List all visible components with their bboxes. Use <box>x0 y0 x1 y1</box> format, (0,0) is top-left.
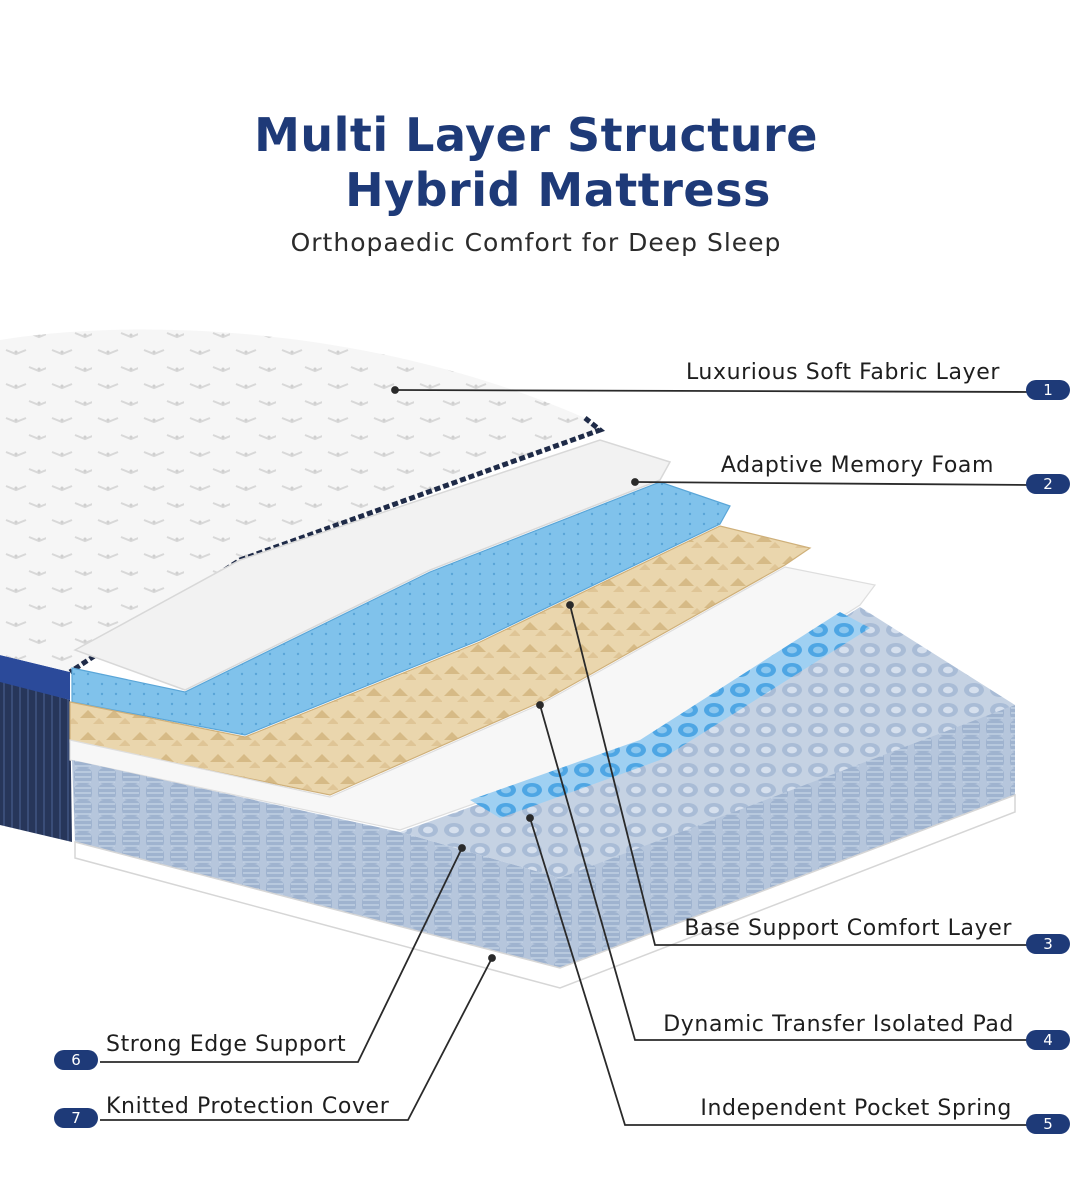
memory-foam-layer <box>71 481 731 736</box>
mattress-blue-band <box>0 655 70 700</box>
title-line-2: Hybrid Mattress <box>345 163 771 217</box>
white-comfort-layer <box>73 439 672 691</box>
base-support-layer <box>69 566 877 831</box>
callout-label-2: Adaptive Memory Foam <box>720 453 994 478</box>
callout-label-4: Dynamic Transfer Isolated Pad <box>663 1012 1014 1037</box>
callout-badge-4: 4 <box>1026 1030 1070 1050</box>
callout-badge-1: 1 <box>1026 380 1070 400</box>
leader-line-7 <box>100 957 493 1121</box>
title-line-1: Multi Layer Structure <box>254 108 818 162</box>
leader-line-5 <box>529 817 1030 1126</box>
callout-label-1: Luxurious Soft Fabric Layer <box>685 360 1000 385</box>
leader-line-2 <box>634 481 1031 486</box>
leader-line-6 <box>100 847 463 1063</box>
leader-line-1 <box>394 389 1031 393</box>
knitted-bottom-cover <box>74 793 1016 989</box>
callout-label-5: Independent Pocket Spring <box>700 1096 1012 1121</box>
spring-tops <box>400 607 1015 878</box>
callout-badge-6: 6 <box>54 1050 98 1070</box>
mattress-side-panel <box>0 680 72 842</box>
callout-badge-7: 7 <box>54 1108 98 1128</box>
callout-label-3: Base Support Comfort Layer <box>684 916 1012 941</box>
spring-front-face <box>72 760 560 968</box>
callout-badge-3: 3 <box>1026 934 1070 954</box>
fabric-edge-seam <box>68 416 606 675</box>
subtitle: Orthopaedic Comfort for Deep Sleep <box>290 228 782 257</box>
spring-right-face <box>560 705 1015 968</box>
callout-label-6: Strong Edge Support <box>106 1032 347 1057</box>
leader-line-3 <box>569 604 1030 946</box>
leader-line-4 <box>539 704 1030 1041</box>
callout-badge-2: 2 <box>1026 474 1070 494</box>
leader-lines <box>100 386 1031 1126</box>
callout-badge-5: 5 <box>1026 1114 1070 1134</box>
fabric-top-layer <box>0 329 600 672</box>
callout-label-7: Knitted Protection Cover <box>106 1094 390 1119</box>
spring-tops-blue-row <box>470 612 870 818</box>
